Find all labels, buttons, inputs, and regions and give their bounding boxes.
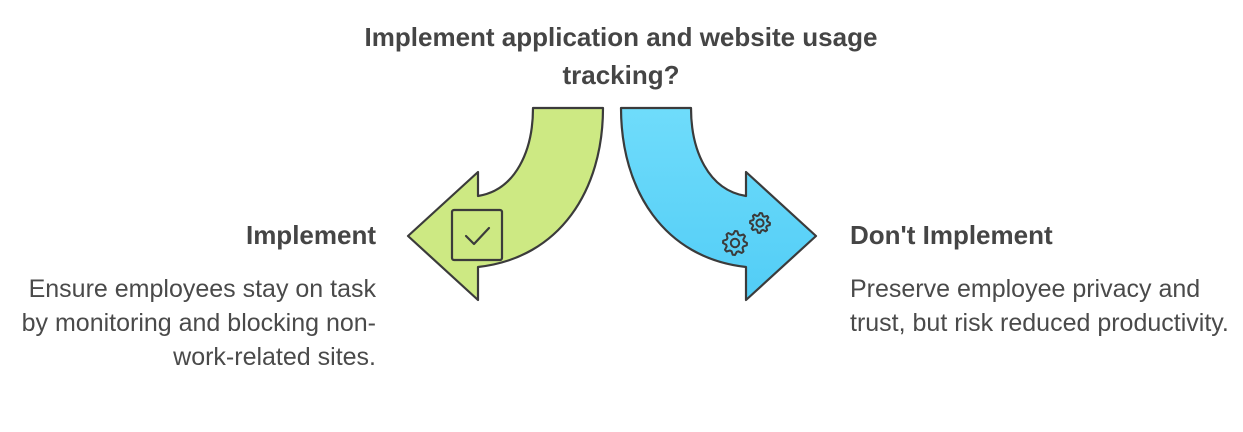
implement-option-description: Ensure employees stay on task by monitor… (21, 275, 376, 371)
dont-implement-option-title: Don't Implement (850, 220, 1053, 250)
dont-implement-arrow (619, 106, 818, 302)
gears-icon (722, 212, 771, 256)
dont-implement-option-description: Preserve employee privacy and trust, but… (850, 275, 1229, 337)
question-title: Implement application and website usage … (364, 22, 878, 90)
implement-arrow (406, 106, 605, 302)
checkbox-icon (450, 208, 504, 262)
implement-option-title: Implement (245, 220, 376, 250)
